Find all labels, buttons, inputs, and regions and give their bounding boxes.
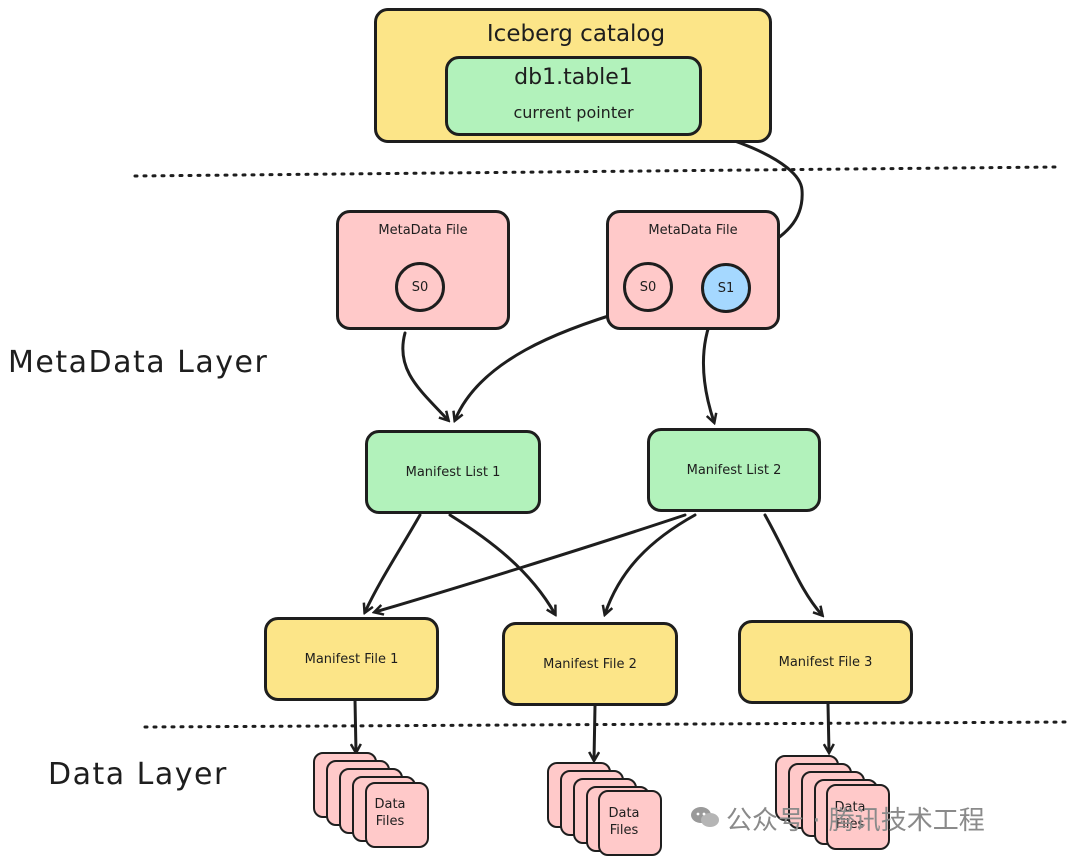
arrow-file2-to-data (594, 704, 595, 760)
data-file-sheet (826, 784, 890, 850)
wechat-icon (691, 807, 719, 827)
current-pointer-label: current pointer (513, 103, 634, 122)
data-files-label-3: Data Files (818, 799, 882, 833)
data-files-line2: Files (375, 814, 405, 829)
table-name: db1.table1 (514, 65, 633, 90)
data-files-label-2: Data Files (592, 805, 656, 839)
manifest-file-3-label: Manifest File 3 (778, 654, 873, 670)
arrow-list1-to-file1 (365, 513, 422, 612)
snapshot-s0-file1: S0 (395, 262, 445, 312)
arrow-file3-to-data (828, 702, 829, 752)
snapshot-s0-file2: S0 (623, 262, 673, 312)
manifest-list-1-label: Manifest List 1 (405, 464, 501, 480)
arrow-file1-to-data (355, 698, 356, 752)
arrow-list2-to-file3 (763, 513, 822, 615)
data-files-line1: Data (608, 806, 640, 821)
manifest-file-2-label: Manifest File 2 (543, 656, 637, 672)
arrow-meta2-s1-to-list2 (701, 313, 714, 422)
table-box: db1.table1 current pointer (445, 56, 702, 136)
manifest-file-2: Manifest File 2 (502, 622, 678, 706)
data-files-line1: Data (374, 797, 406, 812)
arrow-meta2-s0-to-list1 (455, 308, 630, 420)
manifest-file-1: Manifest File 1 (264, 617, 439, 701)
data-files-line2: Files (609, 823, 639, 838)
snapshot-s1-current: S1 (701, 263, 751, 313)
manifest-file-1-label: Manifest File 1 (304, 651, 399, 667)
data-files-line1: Data (834, 800, 866, 815)
data-files-label-1: Data Files (358, 796, 422, 830)
metadata-layer-label: MetaData Layer (8, 345, 269, 380)
manifest-list-2: Manifest List 2 (647, 428, 821, 512)
watermark-text: 公众号 · 腾讯技术工程 (726, 806, 985, 836)
data-layer-label: Data Layer (48, 757, 228, 792)
manifest-list-1: Manifest List 1 (365, 430, 541, 514)
separator-metadata-data (143, 720, 1072, 729)
metadata-file-2-title: MetaData File (648, 223, 738, 238)
data-file-sheet (598, 790, 662, 856)
arrow-list2-to-file2 (605, 513, 697, 614)
catalog-title: Iceberg catalog (486, 21, 666, 47)
metadata-file-1-title: MetaData File (378, 223, 468, 238)
arrow-list2-to-file1 (375, 513, 687, 612)
arrow-meta1-to-list1 (401, 331, 448, 420)
arrow-list1-to-file2 (448, 513, 555, 614)
manifest-list-2-label: Manifest List 2 (686, 462, 782, 478)
separator-catalog-metadata (133, 165, 1057, 178)
manifest-file-3: Manifest File 3 (738, 620, 913, 704)
data-files-line2: Files (835, 817, 865, 832)
data-file-sheet (365, 782, 429, 848)
